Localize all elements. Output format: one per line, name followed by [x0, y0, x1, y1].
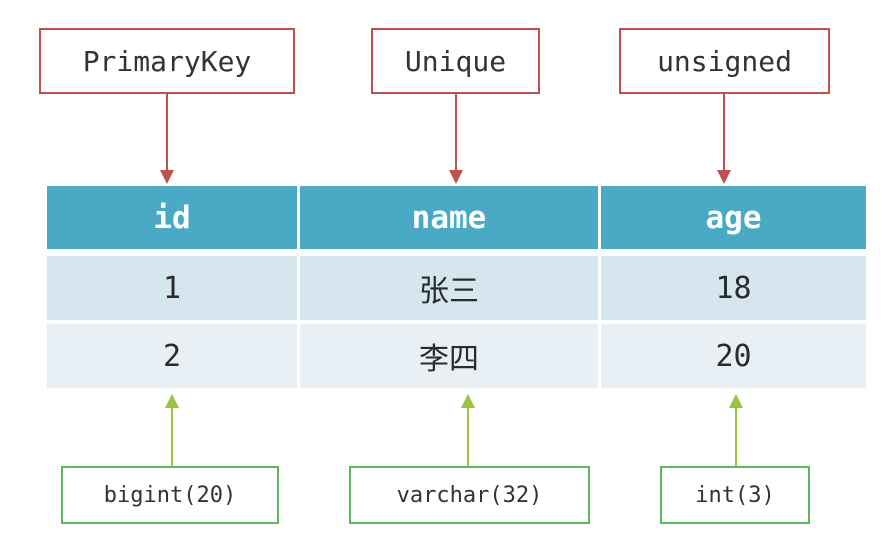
type-arrowhead-name: [461, 394, 475, 408]
table-cell-row2-id: 2: [47, 324, 297, 388]
table-cell-row2-age: 20: [601, 324, 866, 388]
constraint-arrowhead-age: [717, 170, 731, 184]
header-cell-id: id: [47, 186, 297, 249]
table-cell-row1-age: 18: [601, 256, 866, 320]
constraint-arrowhead-name: [449, 170, 463, 184]
constraint-box-primarykey: PrimaryKey: [39, 28, 295, 94]
type-box-int: int(3): [660, 466, 810, 524]
type-box-varchar: varchar(32): [349, 466, 590, 524]
header-cell-age: age: [601, 186, 866, 249]
type-arrowhead-age: [729, 394, 743, 408]
constraint-box-unsigned: unsigned: [619, 28, 830, 94]
constraint-box-unique: Unique: [371, 28, 540, 94]
type-arrowhead-id: [165, 394, 179, 408]
table-cell-row2-name: 李四: [300, 324, 598, 388]
table-cell-row1-name: 张三: [300, 256, 598, 320]
header-cell-name: name: [300, 186, 598, 249]
table-cell-row1-id: 1: [47, 256, 297, 320]
constraint-arrowhead-id: [160, 170, 174, 184]
type-box-bigint: bigint(20): [61, 466, 279, 524]
